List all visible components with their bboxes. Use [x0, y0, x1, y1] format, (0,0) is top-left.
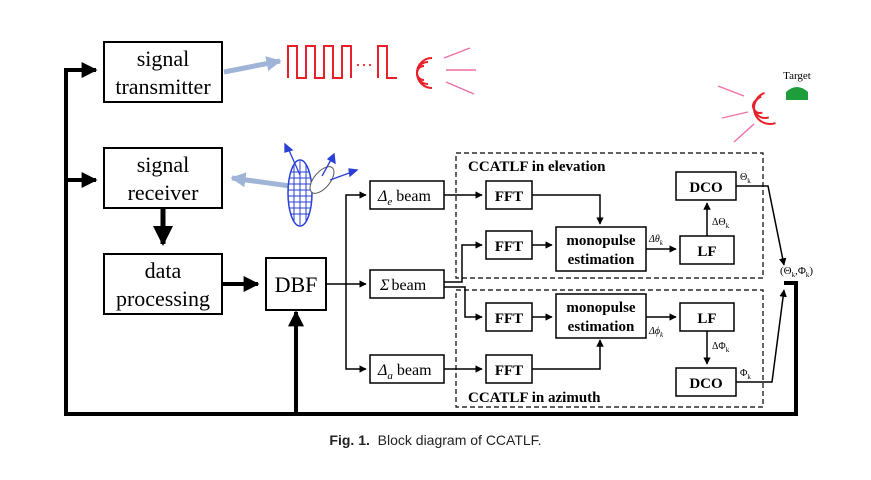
fft-block-elevation-delta: FFT — [485, 180, 533, 210]
phi-k-output-label: Φk — [740, 368, 751, 381]
caption-text: Block diagram of CCATLF. — [377, 432, 542, 448]
signal-transmitter-block: signal transmitter — [103, 41, 223, 103]
data-processing-label-2: processing — [116, 286, 210, 311]
fft-label: FFT — [495, 189, 523, 205]
fft-label: FFT — [495, 239, 523, 255]
target-icon: Target — [717, 70, 811, 143]
elevation-group-label: CCATLF in elevation — [468, 159, 606, 175]
theta-k-output-label: Θk — [740, 172, 751, 185]
feedback-loop — [64, 62, 798, 416]
lf-block-azimuth: LF — [679, 302, 735, 332]
transmit-beam-arrow — [223, 56, 282, 75]
sub-a: a — [387, 370, 393, 382]
signal-transmitter-label-2: transmitter — [115, 74, 211, 99]
delta-phi-k-label: Δϕk — [648, 326, 664, 339]
sub-e: e — [387, 196, 392, 208]
monopulse-label-2: estimation — [568, 252, 635, 268]
signal-receiver-label-1: signal — [137, 152, 190, 177]
delta-theta-k-label: Δθk — [648, 234, 664, 247]
delta-symbol: Δ — [377, 362, 387, 379]
lf-label: LF — [697, 311, 716, 327]
lf-label: LF — [697, 244, 716, 260]
fft-block-azimuth-sum: FFT — [485, 302, 533, 332]
delta-a-beam-label: beam — [397, 362, 432, 379]
monopulse-label-2: estimation — [568, 319, 635, 335]
emitted-wave-icon — [416, 47, 476, 95]
azimuth-group-label: CCATLF in azimuth — [468, 390, 601, 406]
signal-receiver-block: signal receiver — [103, 147, 223, 209]
combined-output-label: (Θk,Φk) — [780, 265, 813, 279]
monopulse-label-1: monopulse — [566, 233, 636, 249]
sigma-beam-label: beam — [392, 277, 427, 294]
monopulse-estimation-azimuth: monopulse estimation — [555, 293, 647, 339]
dco-block-elevation: DCO — [675, 171, 737, 201]
dco-to-output-wiring — [736, 185, 787, 383]
pulse-ellipsis: … — [355, 50, 373, 70]
dbf-block: DBF — [265, 257, 327, 311]
beam-to-fft-wiring — [444, 191, 483, 373]
fft-label: FFT — [495, 363, 523, 379]
antenna-array-icon — [284, 142, 359, 227]
data-processing-label-1: data — [145, 258, 182, 283]
dco-label: DCO — [689, 180, 722, 196]
dco-block-azimuth: DCO — [675, 367, 737, 397]
dbf-outputs — [326, 191, 367, 373]
fft-block-azimuth-delta: FFT — [485, 354, 533, 384]
elevation-group-box — [455, 152, 764, 279]
signal-transmitter-label-1: signal — [137, 46, 190, 71]
azimuth-group-box — [455, 289, 764, 408]
dbf-label: DBF — [275, 272, 318, 297]
pulse-train — [287, 45, 397, 79]
signal-receiver-label-2: receiver — [128, 180, 199, 205]
fft-to-monopulse-wiring — [532, 194, 604, 370]
caption-label: Fig. 1. — [329, 432, 370, 448]
delta-symbol: Δ — [377, 188, 387, 205]
delta-e-beam-label: beam — [396, 188, 431, 205]
receive-beam-arrow — [230, 172, 291, 189]
delta-big-theta-k-label: ΔΘk — [712, 217, 730, 230]
sigma-symbol: Σ — [379, 277, 390, 294]
monopulse-label-1: monopulse — [566, 300, 636, 316]
fft-block-elevation-sum: FFT — [485, 230, 533, 260]
monopulse-estimation-elevation: monopulse estimation — [555, 226, 647, 272]
data-processing-block: data processing — [103, 253, 223, 315]
fft-label: FFT — [495, 311, 523, 327]
monopulse-to-lf-wiring — [646, 245, 677, 321]
figure-caption: Fig. 1. Block diagram of CCATLF. — [0, 432, 871, 448]
dco-label: DCO — [689, 376, 722, 392]
delta-big-phi-k-label: ΔΦk — [712, 341, 730, 354]
target-label: Target — [783, 70, 811, 82]
block-diagram: signal transmitter … Target — [64, 41, 813, 416]
lf-block-elevation: LF — [679, 235, 735, 265]
